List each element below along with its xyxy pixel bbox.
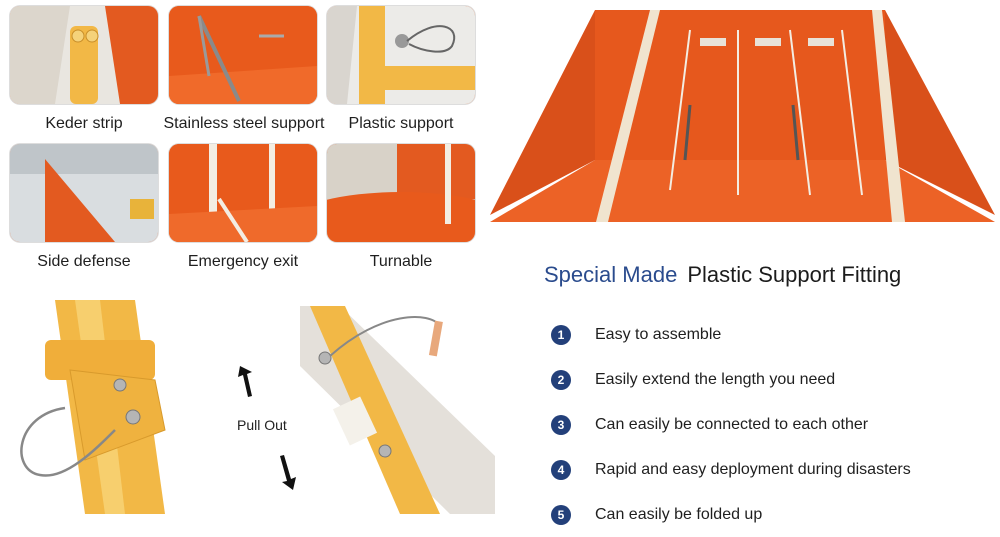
thumb-emergency-exit bbox=[169, 144, 317, 242]
thumb-caption: Keder strip bbox=[45, 115, 123, 132]
flood-barrier-photo bbox=[490, 10, 995, 222]
thumb-keder-strip bbox=[10, 6, 158, 104]
number-badge: 2 bbox=[551, 369, 571, 390]
thumb-plastic-support bbox=[327, 6, 475, 104]
number-badge: 4 bbox=[551, 459, 571, 480]
pull-out-label: Pull Out bbox=[237, 417, 287, 433]
feature-text: Easily extend the length you need bbox=[595, 370, 836, 388]
thumb-caption: Emergency exit bbox=[187, 253, 299, 270]
heading-accent: Special Made bbox=[544, 262, 678, 287]
feature-text: Can easily be connected to each other bbox=[595, 415, 869, 433]
feature-item: 5 Can easily be folded up bbox=[551, 492, 991, 537]
feature-item: 1 Easy to assemble bbox=[551, 312, 991, 357]
feature-item: 2 Easily extend the length you need bbox=[551, 357, 991, 402]
number-badge: 3 bbox=[551, 414, 571, 435]
feature-text: Easy to assemble bbox=[595, 325, 722, 343]
keder-pullout-closeup bbox=[300, 306, 495, 514]
arrow-up-icon bbox=[238, 366, 252, 397]
plastic-support-closeup bbox=[5, 300, 235, 514]
thumb-turnable bbox=[327, 144, 475, 242]
thumb-caption: Plastic support bbox=[348, 115, 454, 132]
number-badge: 1 bbox=[551, 324, 571, 345]
feature-text: Rapid and easy deployment during disaste… bbox=[595, 460, 911, 478]
thumb-caption: Side defense bbox=[37, 253, 131, 270]
feature-text: Can easily be folded up bbox=[595, 505, 763, 523]
feature-item: 4 Rapid and easy deployment during disast… bbox=[551, 447, 991, 492]
feature-item: 3 Can easily be connected to each other bbox=[551, 402, 991, 447]
thumb-caption: Turnable bbox=[369, 253, 433, 270]
heading-rest: Plastic Support Fitting bbox=[687, 262, 902, 287]
thumb-stainless-steel-support bbox=[169, 6, 317, 104]
thumb-side-defense bbox=[10, 144, 158, 242]
number-badge: 5 bbox=[551, 504, 571, 525]
section-heading: Special Made Plastic Support Fitting bbox=[544, 262, 901, 288]
feature-list: 1 Easy to assemble 2 Easily extend the len… bbox=[551, 312, 991, 537]
thumb-caption: Stainless steel support bbox=[163, 115, 325, 132]
arrow-down-icon bbox=[280, 455, 296, 490]
